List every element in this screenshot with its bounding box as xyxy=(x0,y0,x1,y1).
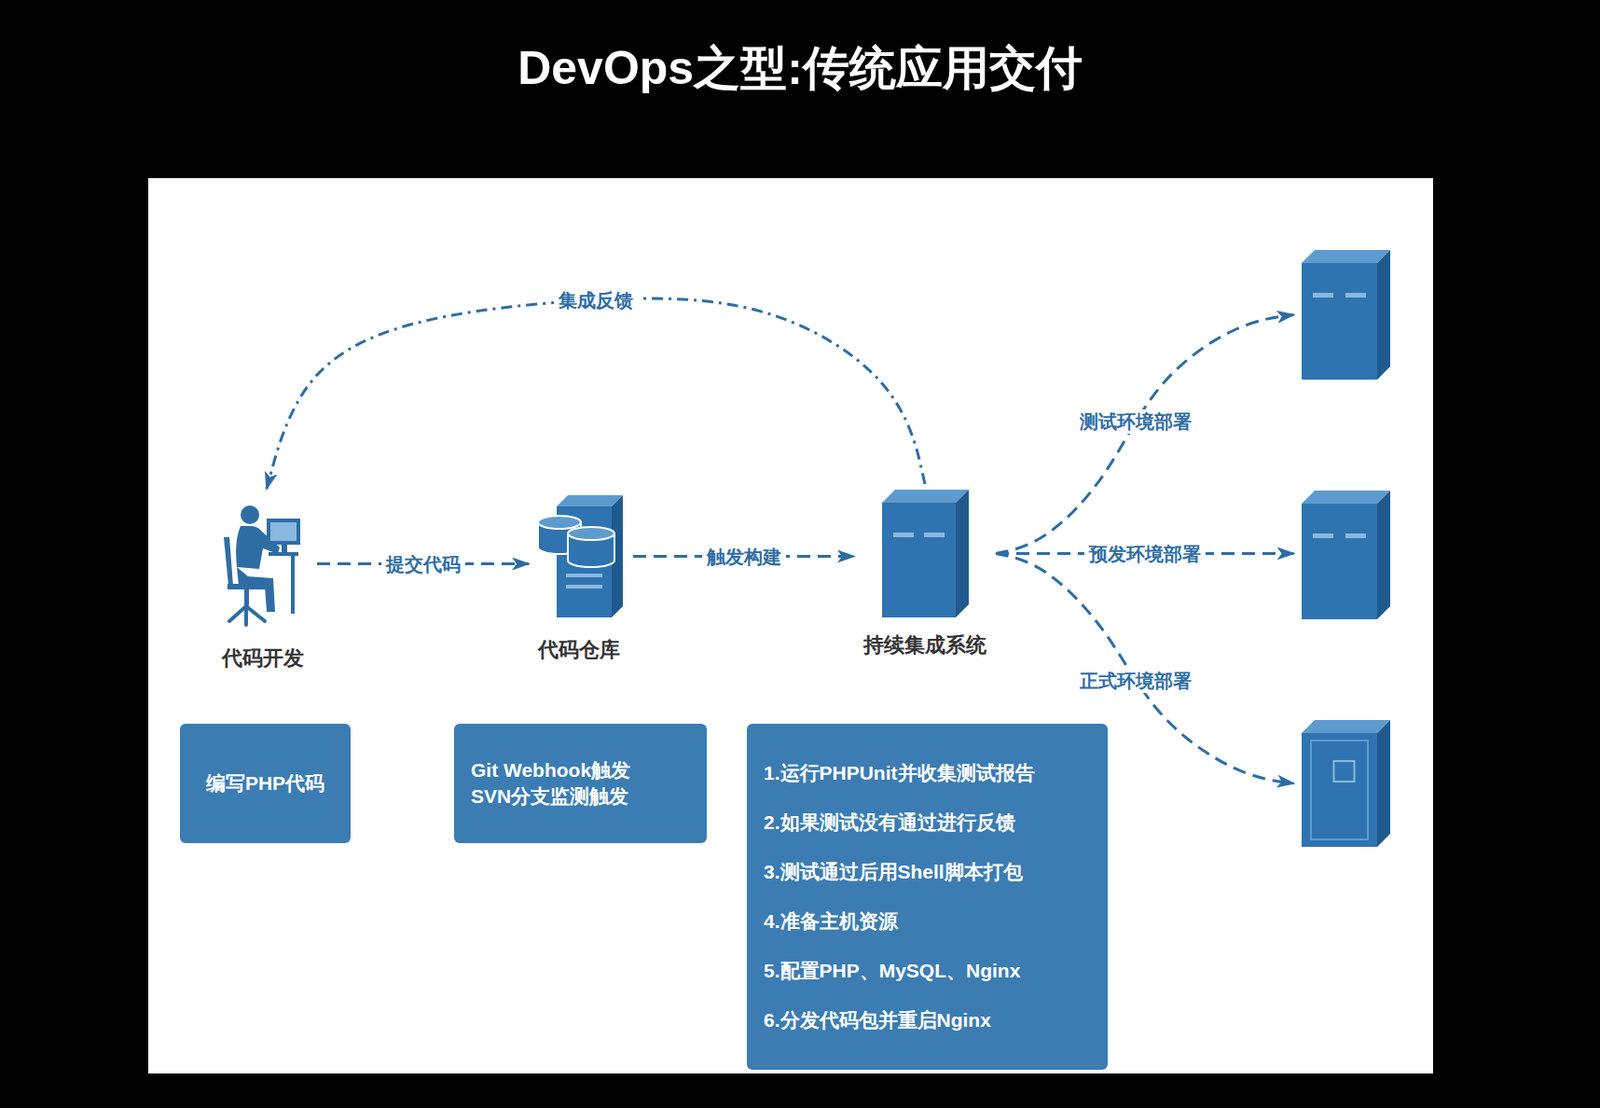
edge-label: 触发构建 xyxy=(702,544,787,569)
node-text: 4.准备主机资源 xyxy=(763,908,1091,935)
node-text: 2.如果测试没有通过进行反馈 xyxy=(763,809,1091,836)
feedback-connector xyxy=(266,298,925,489)
server-icon xyxy=(1301,490,1391,620)
node-text: 5.配置PHP、MySQL、Nginx xyxy=(763,957,1091,984)
edge-label: 预发环境部署 xyxy=(1084,541,1206,566)
icon-holder xyxy=(1301,719,1391,851)
icon-holder xyxy=(1301,249,1391,384)
icon-holder xyxy=(220,499,307,632)
icon-holder xyxy=(1301,490,1391,623)
node-text: 代码开发 xyxy=(218,644,308,673)
process-box: 编写PHP代码 xyxy=(179,723,351,843)
process-box: Git Webhook触发SVN分支监测触发 xyxy=(454,723,707,843)
server-icon xyxy=(1301,249,1391,380)
title-bar: DevOps之型:传统应用交付 xyxy=(0,39,1600,97)
server-icon xyxy=(882,489,969,618)
node-text: 编写PHP代码 xyxy=(206,770,325,797)
icon-holder xyxy=(882,489,969,621)
server-node xyxy=(1301,719,1391,847)
icon-node: 持续集成系统 xyxy=(859,489,991,660)
icon-holder xyxy=(536,495,623,621)
server-node xyxy=(1301,490,1391,620)
server-icon xyxy=(1301,719,1391,847)
developer-icon xyxy=(220,499,307,628)
node-text: 1.运行PHPUnit并收集测试报告 xyxy=(763,759,1091,787)
dashed-arrow xyxy=(995,315,1295,554)
edge-label: 集成反馈 xyxy=(553,288,638,313)
edge-label: 测试环境部署 xyxy=(1075,409,1197,434)
node-text: 持续集成系统 xyxy=(859,631,991,660)
icon-node: 代码开发 xyxy=(218,499,308,673)
node-text: 代码仓库 xyxy=(534,635,624,664)
diagram-title: DevOps之型:传统应用交付 xyxy=(0,39,1600,97)
icon-node: 代码仓库 xyxy=(534,495,624,664)
node-text: Git Webhook触发 xyxy=(470,757,690,784)
process-box: 1.运行PHPUnit并收集测试报告 2.如果测试没有通过进行反馈 3.测试通过后用… xyxy=(746,723,1108,1070)
repository-icon xyxy=(536,495,623,618)
server-node xyxy=(1301,249,1391,380)
node-text: SVN分支监测触发 xyxy=(470,783,690,810)
edge-label: 正式环境部署 xyxy=(1075,668,1197,693)
node-text: 6.分发代码包并重启Nginx xyxy=(763,1006,1091,1034)
edge-label: 提交代码 xyxy=(381,551,466,577)
node-text: 3.测试通过后用Shell脚本打包 xyxy=(763,858,1091,885)
